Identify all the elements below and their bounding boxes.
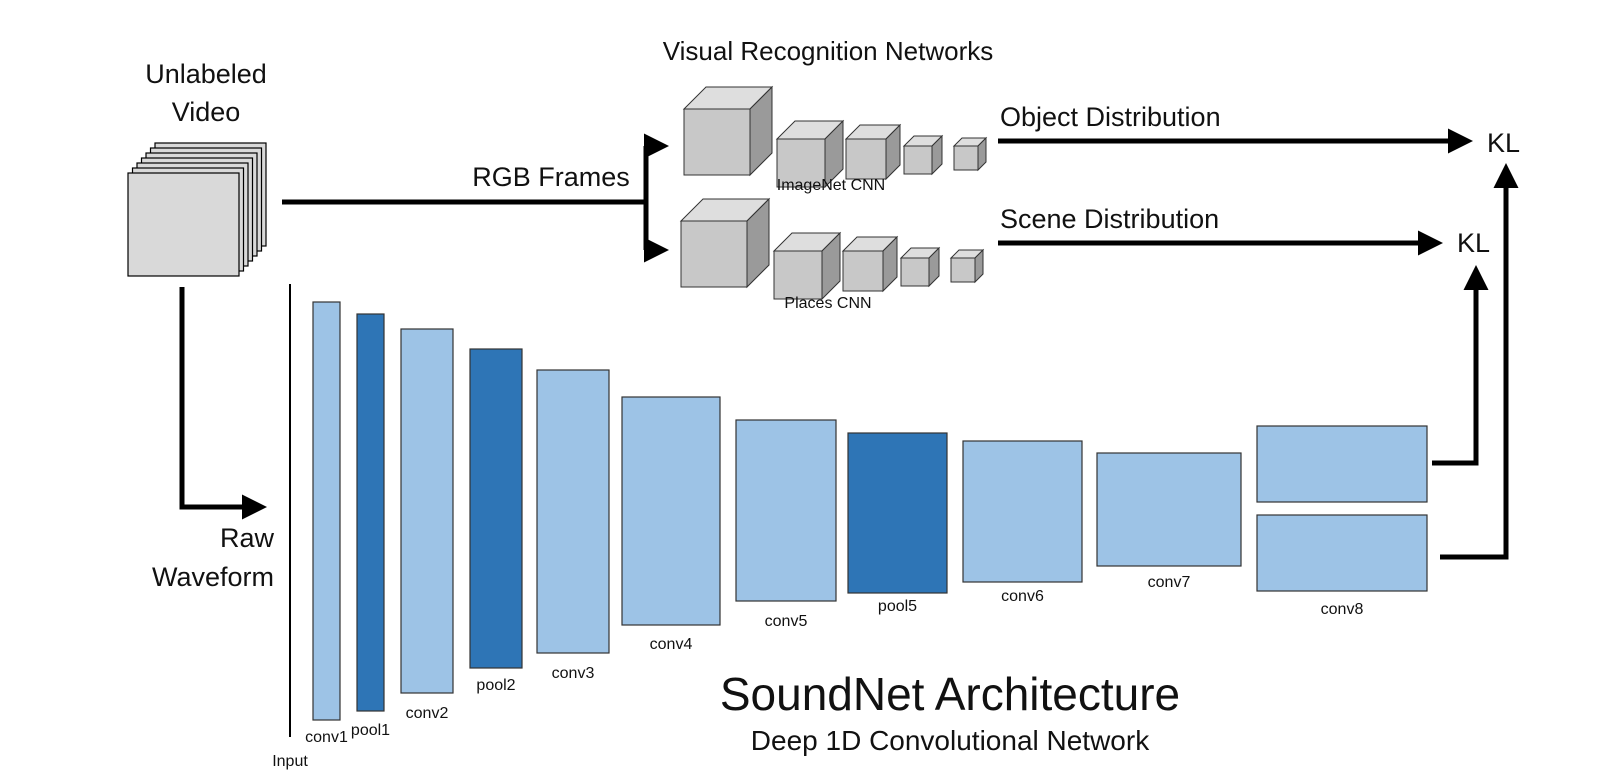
diagram-subtitle: Deep 1D Convolutional Network	[751, 725, 1150, 756]
kl-top-label: KL	[1487, 128, 1520, 158]
object-distribution-label: Object Distribution	[1000, 102, 1221, 132]
conv7-block	[1096, 452, 1242, 567]
input-label: Input	[272, 753, 308, 770]
raw-waveform-label-line1: Raw	[220, 523, 275, 553]
video-frame	[127, 172, 240, 277]
pool1-label: pool1	[351, 722, 390, 739]
unlabeled-video-label-line1: Unlabeled	[145, 59, 267, 89]
raw-waveform-arrow	[179, 287, 267, 520]
places-cnn-label: Places CNN	[784, 295, 871, 312]
diagram-title: SoundNet Architecture	[720, 668, 1180, 720]
cnn-layer-cube	[679, 197, 771, 289]
conv8-scene-output-arrow	[1432, 265, 1489, 466]
cnn-layer-cube	[841, 235, 899, 293]
conv3-label: conv3	[552, 665, 595, 682]
pool5-block	[847, 432, 948, 594]
conv8-label: conv8	[1321, 601, 1364, 618]
visual-recognition-networks-label: Visual Recognition Networks	[663, 36, 993, 66]
pool2-label: pool2	[476, 677, 515, 694]
scene-distribution-label: Scene Distribution	[1000, 204, 1219, 234]
rgb-frames-label: RGB Frames	[472, 162, 630, 192]
conv5-block	[735, 419, 837, 602]
conv8-block-top	[1256, 425, 1428, 503]
cnn-layer-cube	[949, 248, 985, 284]
imagenet-cnn-label: ImageNet CNN	[777, 177, 885, 194]
conv6-label: conv6	[1001, 588, 1044, 605]
conv7-label: conv7	[1148, 574, 1191, 591]
places-cnn-cubes	[679, 197, 985, 301]
imagenet-cnn-cubes	[682, 85, 988, 189]
conv8-object-output-arrow	[1440, 163, 1519, 560]
cnn-layer-cube	[682, 85, 774, 177]
conv4-label: conv4	[650, 636, 693, 653]
cnn-layer-cube	[952, 136, 988, 172]
pool1-block	[356, 313, 385, 712]
conv2-block	[400, 328, 454, 694]
conv1-label: conv1	[305, 729, 348, 746]
pool2-block	[469, 348, 523, 669]
video-frame-stack	[127, 142, 267, 277]
cnn-layer-cube	[844, 123, 902, 181]
cnn-layer-cube	[775, 119, 845, 189]
conv2-label: conv2	[406, 705, 449, 722]
conv4-block	[621, 396, 721, 626]
conv8-block-bottom	[1256, 514, 1428, 592]
cnn-layer-cube	[772, 231, 842, 301]
conv1-block	[312, 301, 341, 721]
pool5-label: pool5	[878, 598, 917, 615]
raw-waveform-label-line2: Waveform	[152, 562, 274, 592]
unlabeled-video-label-line2: Video	[172, 97, 241, 127]
cnn-layer-cube	[899, 246, 941, 288]
cnn-layer-cube	[902, 134, 944, 176]
conv5-label: conv5	[765, 613, 808, 630]
conv3-block	[536, 369, 610, 654]
kl-bottom-label: KL	[1457, 228, 1490, 258]
conv6-block	[962, 440, 1083, 583]
